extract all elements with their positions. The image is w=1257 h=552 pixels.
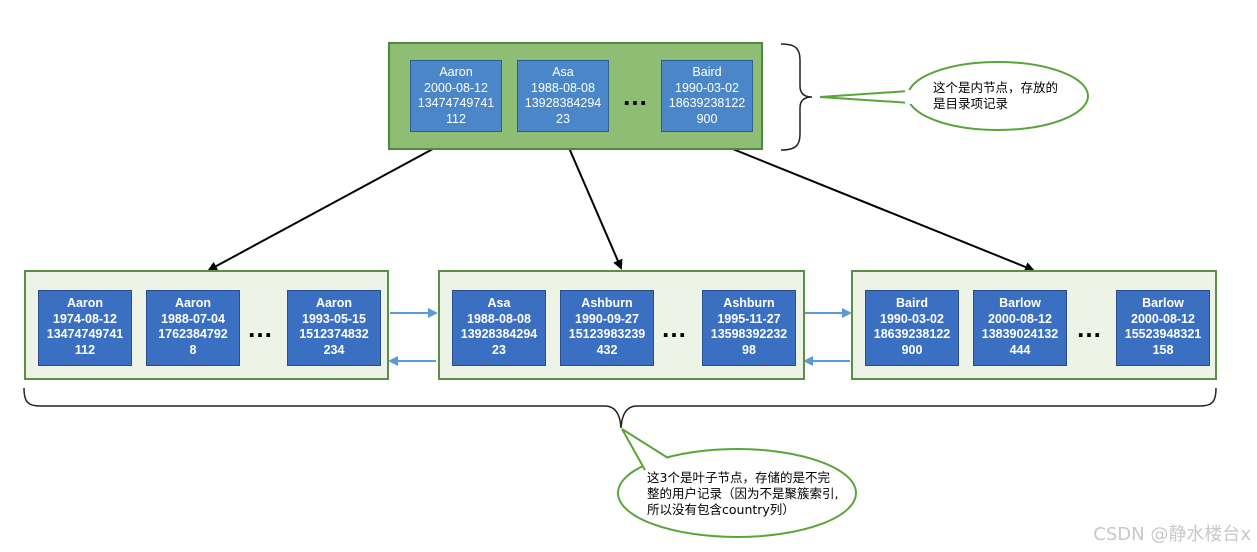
record-phone: 1762384792 xyxy=(158,327,228,341)
record-id: 23 xyxy=(556,111,570,126)
record-date: 1988-08-08 xyxy=(531,80,595,95)
record-date: 2000-08-12 xyxy=(1131,311,1195,326)
record-name: Aaron xyxy=(66,296,104,310)
record-id: 444 xyxy=(1009,342,1031,357)
internal-callout-text: 这个是内节点，存放的是目录项记录 xyxy=(933,80,1059,111)
pointer-arrow-3 xyxy=(702,136,1035,272)
record-id: 98 xyxy=(742,342,756,357)
record-name: Barlow xyxy=(999,296,1041,310)
record-phone: 13928384294 xyxy=(460,327,538,341)
record-phone: 13474749741 xyxy=(46,327,124,341)
record-date: 1988-08-08 xyxy=(467,311,531,326)
pointer-arrow-2 xyxy=(562,133,623,270)
record-date: 1990-03-02 xyxy=(675,80,739,95)
internal-record: Asa 1988-08-08 13928384294 23 xyxy=(517,60,609,132)
leaf-node: Baird 1990-03-02 18639238122 900 Barlow … xyxy=(851,270,1217,380)
record-phone: 13839024132 xyxy=(981,327,1059,341)
record-date: 1974-08-12 xyxy=(53,311,117,326)
record-name: Ashburn xyxy=(581,296,633,310)
internal-node: Aaron 2000-08-12 13474749741 112 Asa 198… xyxy=(388,42,763,150)
record-name: Asa xyxy=(487,296,511,310)
leaf-node: Aaron 1974-08-12 13474749741 112 Aaron 1… xyxy=(24,270,389,380)
record-id: 8 xyxy=(189,342,197,357)
record-id: 900 xyxy=(901,342,923,357)
leaf-record: Ashburn 1995-11-27 13598392232 98 xyxy=(702,290,796,366)
leaf-callout-text: 这3个是叶子节点，存储的是不完 整的用户记录（因为不是聚簇索引, 所以没有包含c… xyxy=(647,470,867,518)
record-id: 112 xyxy=(446,111,466,126)
leaf-record: Barlow 2000-08-12 15523948321 158 xyxy=(1116,290,1210,366)
record-name: Barlow xyxy=(1142,296,1184,310)
record-name: Asa xyxy=(552,65,574,79)
leaf-record: Baird 1990-03-02 18639238122 900 xyxy=(865,290,959,366)
record-date: 1990-03-02 xyxy=(880,311,944,326)
record-name: Aaron xyxy=(315,296,353,310)
record-phone: 18639238122 xyxy=(668,96,746,110)
leaf-callout-line: 整的用户记录（因为不是聚簇索引, xyxy=(647,486,839,501)
leaf-ellipsis: … xyxy=(247,313,275,343)
internal-ellipsis: … xyxy=(622,81,650,111)
record-name: Baird xyxy=(896,296,928,310)
record-phone: 13928384294 xyxy=(524,96,602,110)
record-phone: 15523948321 xyxy=(1124,327,1202,341)
leaf-record: Ashburn 1990-09-27 15123983239 432 xyxy=(560,290,654,366)
leaf-record: Aaron 1993-05-15 1512374832 234 xyxy=(287,290,381,366)
record-date: 1988-07-04 xyxy=(161,311,225,326)
leaf-callout-bubble xyxy=(617,448,857,538)
pointer-arrow-1 xyxy=(207,136,456,271)
record-date: 2000-08-12 xyxy=(988,311,1052,326)
record-id: 900 xyxy=(696,111,718,126)
leaf-record: Aaron 1988-07-04 1762384792 8 xyxy=(146,290,240,366)
record-id: 432 xyxy=(596,342,618,357)
internal-callout-tail xyxy=(819,90,912,104)
record-name: Baird xyxy=(692,65,722,79)
record-phone: 15123983239 xyxy=(568,327,646,341)
leaf-nodes-brace xyxy=(23,387,1217,429)
leaf-callout-line: 所以没有包含country列） xyxy=(647,502,795,517)
leaf-record: Asa 1988-08-08 13928384294 23 xyxy=(452,290,546,366)
record-date: 1993-05-15 xyxy=(302,311,366,326)
internal-node-brace xyxy=(780,43,813,151)
leaf-callout-line: 这3个是叶子节点，存储的是不完 xyxy=(647,470,830,485)
record-date: 1990-09-27 xyxy=(575,311,639,326)
record-name: Ashburn xyxy=(723,296,775,310)
leaf-callout-tail xyxy=(621,428,669,471)
internal-record: Baird 1990-03-02 18639238122 900 xyxy=(661,60,753,132)
record-phone: 13474749741 xyxy=(417,96,495,110)
record-phone: 18639238122 xyxy=(873,327,951,341)
internal-record: Aaron 2000-08-12 13474749741 112 xyxy=(410,60,502,132)
leaf-node: Asa 1988-08-08 13928384294 23 Ashburn 19… xyxy=(438,270,805,380)
record-name: Aaron xyxy=(439,65,473,79)
leaf-ellipsis: … xyxy=(1076,313,1104,343)
record-date: 2000-08-12 xyxy=(424,80,488,95)
leaf-ellipsis: … xyxy=(661,313,689,343)
record-id: 112 xyxy=(74,342,96,357)
record-date: 1995-11-27 xyxy=(717,311,781,326)
watermark: CSDN @静水楼台x xyxy=(1093,524,1251,545)
record-id: 158 xyxy=(1152,342,1174,357)
record-phone: 13598392232 xyxy=(710,327,788,341)
leaf-record: Barlow 2000-08-12 13839024132 444 xyxy=(973,290,1067,366)
record-phone: 1512374832 xyxy=(299,327,369,341)
record-name: Aaron xyxy=(174,296,212,310)
leaf-record: Aaron 1974-08-12 13474749741 112 xyxy=(38,290,132,366)
record-id: 23 xyxy=(492,342,506,357)
record-id: 234 xyxy=(323,342,345,357)
